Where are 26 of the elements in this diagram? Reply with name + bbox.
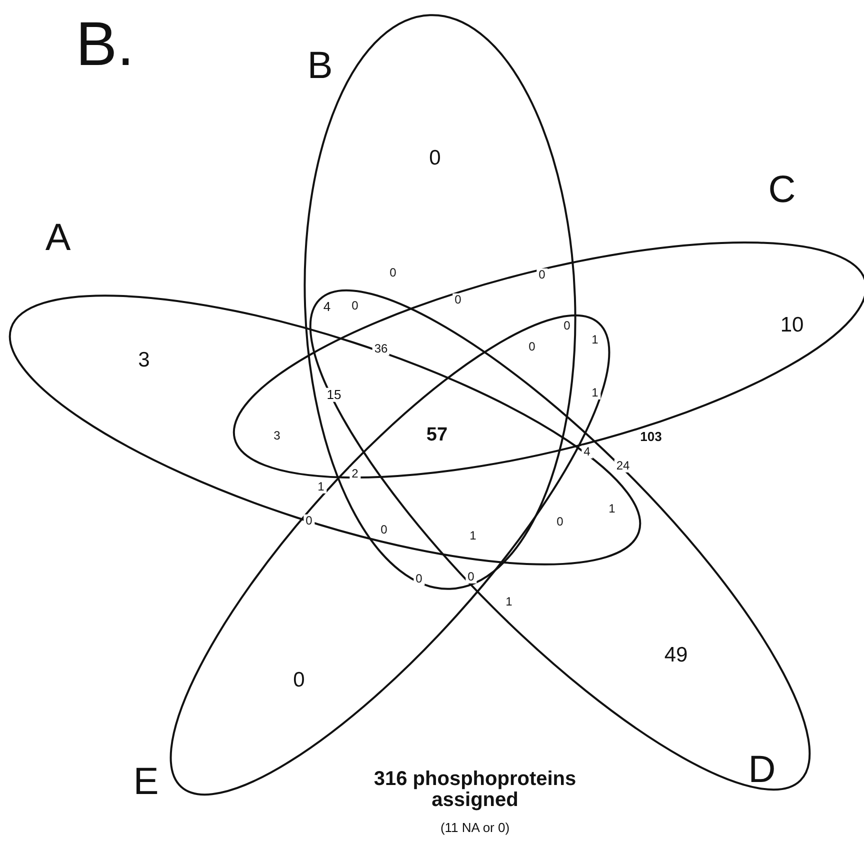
region-count: 1: [316, 480, 326, 494]
region-count: 0: [414, 572, 424, 586]
region-count: 0: [452, 293, 464, 307]
region-count: 36: [372, 342, 390, 356]
region-count: 3: [272, 429, 282, 443]
region-count: 15: [324, 388, 344, 402]
region-count: 24: [614, 459, 632, 473]
region-count: 0: [350, 299, 360, 313]
caption-note: (11 NA or 0): [438, 820, 512, 836]
region-count: 2: [350, 467, 360, 481]
set-label: D: [748, 749, 776, 791]
set-label: A: [45, 217, 71, 259]
set-label: E: [133, 761, 159, 803]
region-count: 0: [378, 523, 390, 537]
region-count: 1: [590, 386, 600, 400]
set-label: C: [768, 169, 796, 211]
region-count: 4: [582, 445, 592, 459]
region-count: 0: [526, 340, 538, 354]
region-count: 0: [304, 514, 314, 528]
region-count: 0: [388, 266, 398, 280]
region-count: 0: [466, 570, 476, 584]
region-count: 0: [554, 515, 566, 529]
region-count: 0: [562, 319, 572, 333]
region-count: 0: [536, 268, 548, 282]
set-label: B: [307, 45, 333, 87]
region-count: 103: [638, 430, 664, 444]
